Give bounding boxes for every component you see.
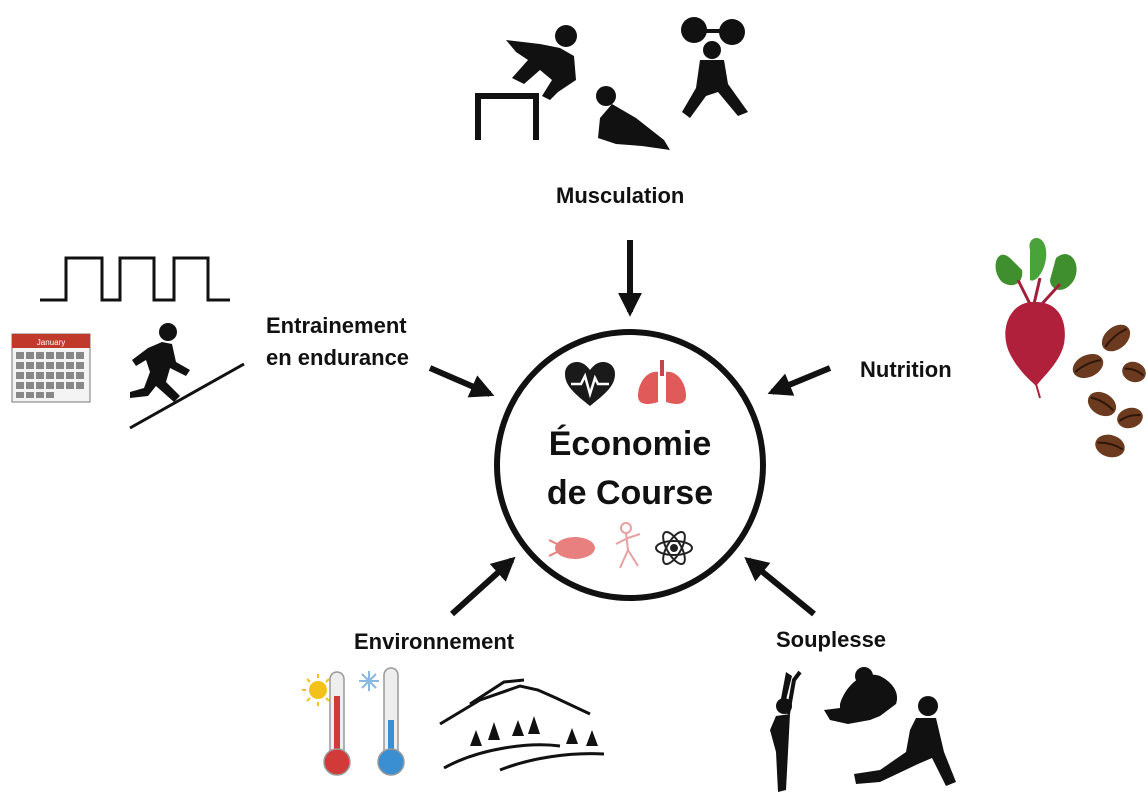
hot-thermometer-icon (323, 671, 351, 776)
label-musculation: Musculation (556, 183, 685, 208)
interval-wave-icon (40, 256, 230, 302)
hurdle-jumper-icon (475, 25, 577, 140)
label-souplesse: Souplesse (776, 627, 887, 652)
label-endurance-line2: en endurance (266, 344, 410, 370)
beetroot-icon (995, 237, 1077, 399)
arrow-environnement (449, 556, 516, 617)
coffee-beans-icon (1072, 324, 1146, 458)
heart-icon (565, 362, 615, 406)
seated-forward-bend-icon (824, 667, 898, 724)
arrow-endurance (428, 365, 495, 398)
sun-icon (302, 674, 334, 706)
atom-icon (655, 531, 693, 565)
arrow-souplesse (744, 556, 816, 617)
calendar-icon: January (11, 333, 91, 403)
svg-text:January: January (37, 338, 65, 347)
lungs-icon (638, 360, 686, 404)
standing-stretch-icon (770, 670, 802, 792)
label-nutrition: Nutrition (860, 357, 952, 382)
arrow-nutrition (767, 365, 832, 396)
runner-uphill-icon (129, 323, 245, 430)
label-endurance-line1: Entrainement (266, 313, 407, 338)
center-title-line1: Économie (548, 425, 712, 463)
muscle-icon (548, 537, 595, 559)
snowflake-icon (359, 671, 379, 691)
label-environnement: Environnement (354, 629, 515, 654)
center-circle (494, 329, 766, 601)
label-endurance: Entrainement en endurance (266, 310, 409, 374)
center-title: Économie de Course (530, 420, 730, 519)
center-title-line2: de Course (546, 474, 714, 513)
weightlifter-icon (681, 17, 748, 118)
cold-thermometer-icon (377, 667, 405, 776)
mountain-landscape-icon (439, 678, 605, 772)
lunge-stretch-icon (854, 696, 956, 786)
skeleton-icon (615, 522, 641, 569)
situp-icon (596, 86, 670, 150)
